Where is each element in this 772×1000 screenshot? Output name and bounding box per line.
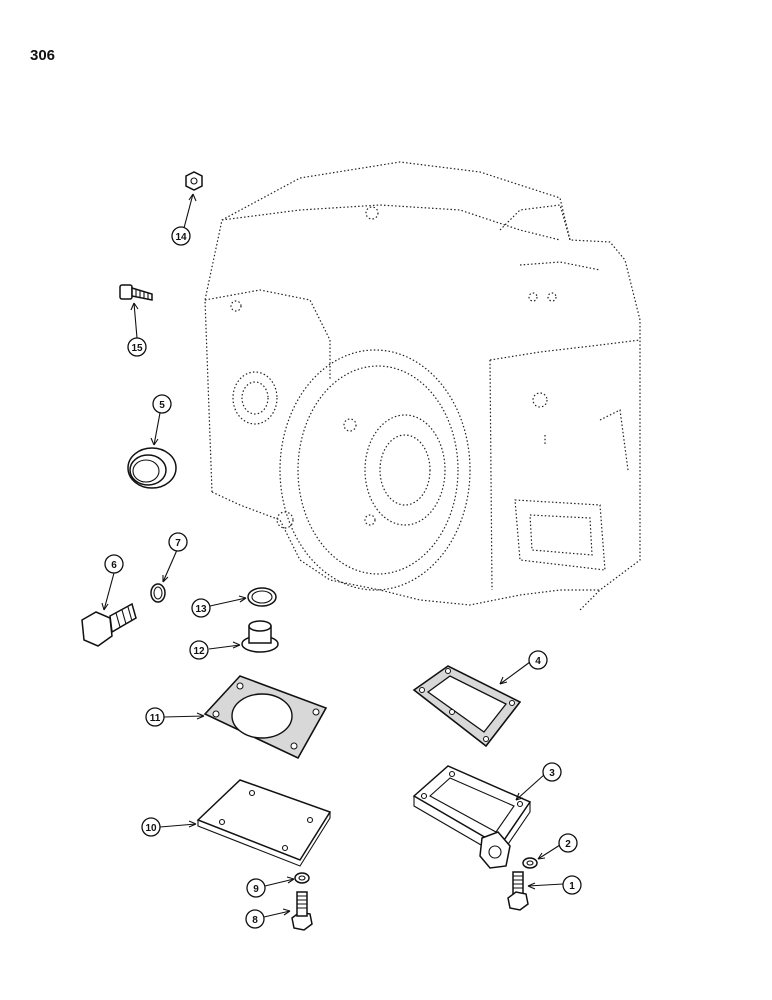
- leader-13: [209, 597, 247, 607]
- leader-10: [159, 823, 197, 828]
- capscrew-part-1: [507, 871, 529, 911]
- svg-text:4: 4: [535, 656, 541, 667]
- callout-12: 12: [189, 640, 209, 660]
- plug-part-12: [241, 620, 279, 653]
- gasket-part-4: [412, 665, 522, 748]
- callout-11: 11: [145, 707, 165, 727]
- callout-14: 14: [171, 226, 191, 246]
- svg-text:11: 11: [150, 713, 161, 724]
- svg-text:6: 6: [111, 560, 117, 571]
- leader-7: [162, 549, 178, 583]
- nut-part-14: [185, 171, 203, 191]
- callout-4: 4: [528, 650, 548, 670]
- leader-11: [163, 715, 205, 718]
- svg-text:3: 3: [549, 768, 555, 779]
- callout-3: 3: [542, 762, 562, 782]
- gasket-part-11: [203, 675, 328, 760]
- washer-part-2: [522, 857, 538, 869]
- svg-text:7: 7: [175, 538, 181, 549]
- o-ring-part-7: [150, 583, 166, 603]
- callout-2: 2: [558, 833, 578, 853]
- cover-plate-part-10: [196, 779, 332, 867]
- leader-2: [537, 844, 561, 860]
- svg-text:15: 15: [131, 343, 143, 354]
- leader-4: [499, 661, 531, 685]
- transmission-housing: [204, 161, 641, 611]
- leader-15: [133, 302, 138, 339]
- callout-5: 5: [152, 394, 172, 414]
- callout-13: 13: [191, 598, 211, 618]
- leader-8: [263, 910, 291, 918]
- svg-text:10: 10: [145, 823, 157, 834]
- leader-1: [527, 883, 564, 887]
- o-ring-part-13: [247, 587, 277, 607]
- callout-6: 6: [104, 554, 124, 574]
- plug-bolt-part-6: [81, 602, 137, 647]
- page-number: 306: [30, 47, 56, 64]
- svg-text:12: 12: [193, 646, 205, 657]
- leader-14: [183, 193, 194, 229]
- leader-6: [103, 572, 115, 611]
- leader-5: [153, 412, 161, 446]
- callout-8: 8: [245, 909, 265, 929]
- svg-text:9: 9: [253, 884, 259, 895]
- cover-housing-part-3: [412, 765, 532, 869]
- leader-9: [264, 878, 295, 887]
- svg-text:2: 2: [565, 839, 571, 850]
- leader-3: [515, 773, 546, 801]
- leader-lines: [101, 193, 564, 918]
- callout-7: 7: [168, 532, 188, 552]
- svg-text:8: 8: [252, 915, 258, 926]
- seal-part-5: [127, 447, 177, 489]
- washer-part-9: [294, 872, 310, 884]
- callout-15: 15: [127, 337, 147, 357]
- callout-1: 1: [562, 875, 582, 895]
- callout-10: 10: [141, 817, 161, 837]
- callout-9: 9: [246, 878, 266, 898]
- capscrew-part-15: [119, 284, 153, 301]
- leader-12: [208, 644, 241, 650]
- svg-text:1: 1: [569, 881, 575, 892]
- capscrew-part-8: [291, 891, 313, 931]
- svg-text:5: 5: [159, 400, 165, 411]
- svg-text:14: 14: [175, 232, 187, 243]
- svg-text:13: 13: [195, 604, 207, 615]
